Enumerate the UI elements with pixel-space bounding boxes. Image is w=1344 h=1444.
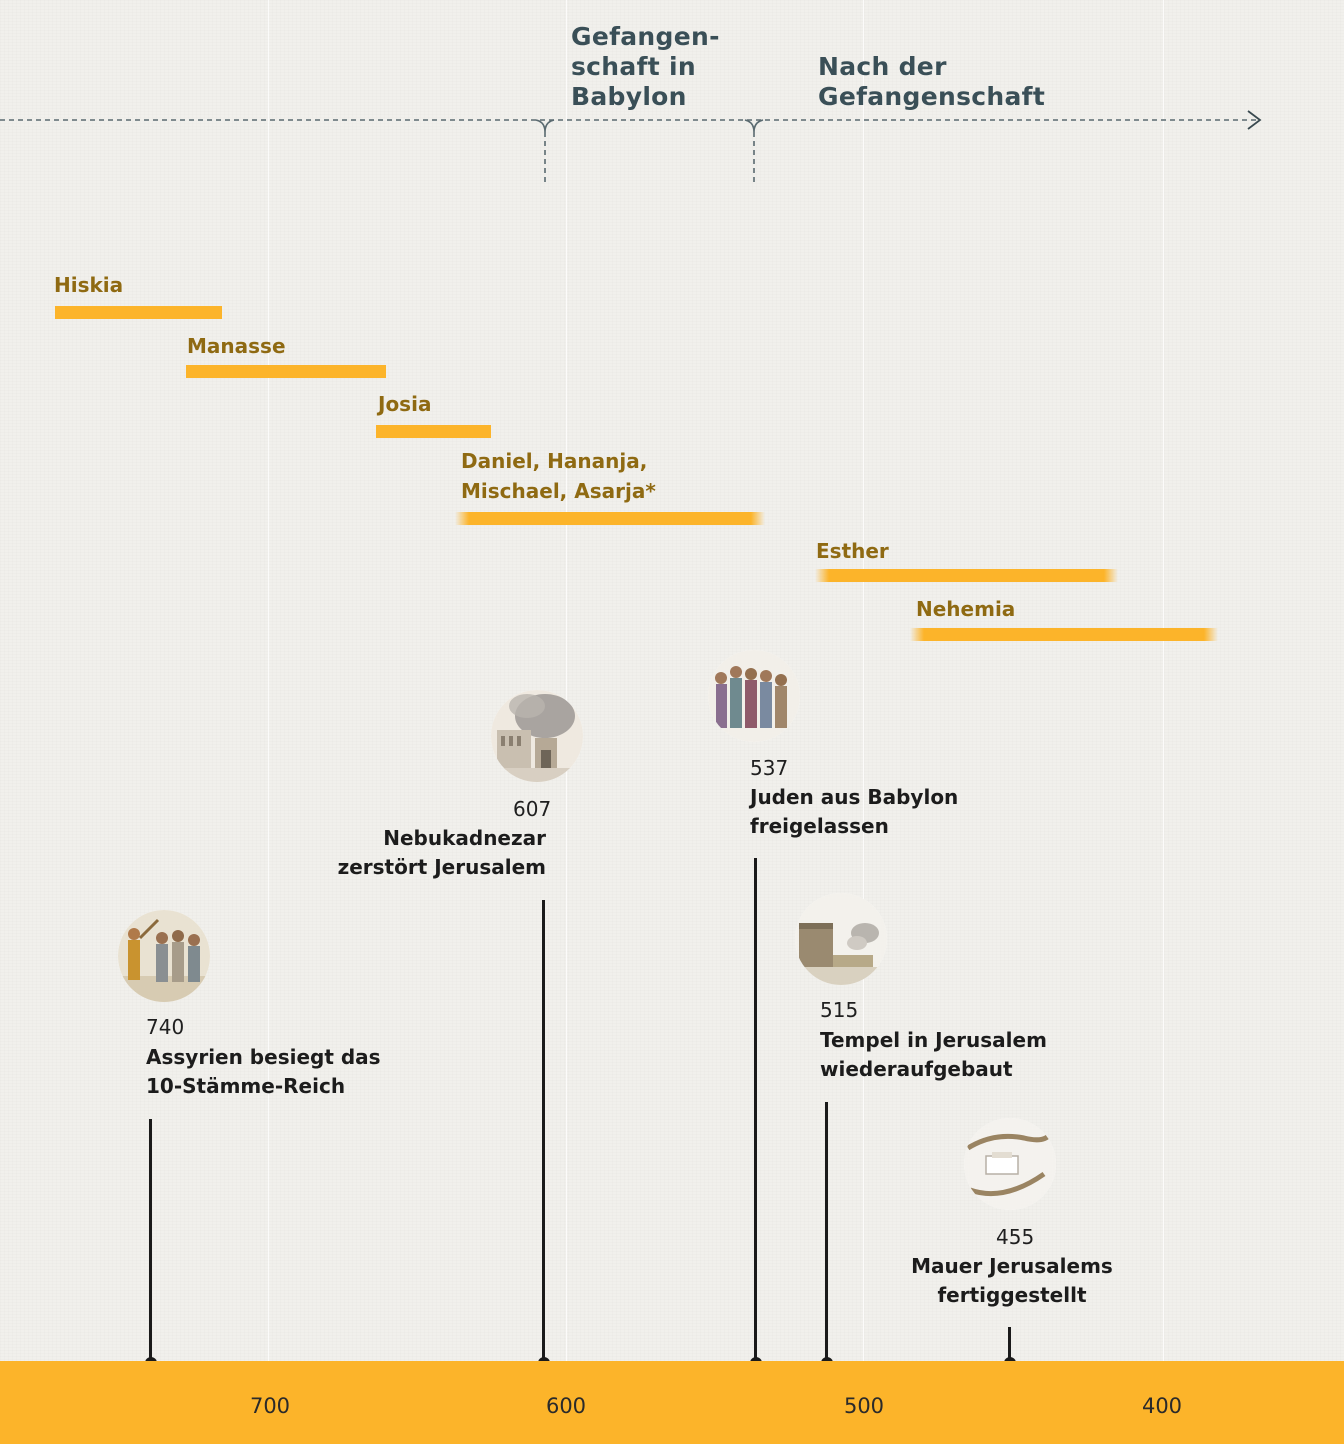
event-607-year: 607 bbox=[513, 797, 552, 821]
event-515-year: 515 bbox=[820, 998, 859, 1022]
deportation-picture-icon bbox=[118, 910, 210, 1002]
event-515-stem bbox=[825, 1102, 828, 1363]
phase-captivity-label: Gefangen- schaft in Babylon bbox=[571, 22, 720, 111]
person-esther-label: Esther bbox=[816, 539, 889, 563]
person-daniel-label: Daniel, Hananja, Mischael, Asarja* bbox=[461, 449, 656, 503]
person-esther-bar bbox=[815, 569, 1118, 582]
gridline-400 bbox=[1163, 0, 1164, 1362]
event-740-year: 740 bbox=[146, 1015, 185, 1039]
temple-picture-icon bbox=[795, 893, 887, 985]
person-hiskia-bar bbox=[55, 306, 222, 319]
city-wall-picture-icon bbox=[964, 1118, 1056, 1210]
gridline-700 bbox=[268, 0, 269, 1362]
tick-label-400: 400 bbox=[1141, 1394, 1183, 1418]
event-455-year: 455 bbox=[996, 1225, 1035, 1249]
event-740-stem bbox=[149, 1119, 152, 1363]
event-537-stem bbox=[754, 858, 757, 1363]
captivity-end-notch bbox=[744, 119, 764, 133]
tick-label-500: 500 bbox=[843, 1394, 885, 1418]
freed-people-picture-icon bbox=[708, 650, 800, 742]
person-manasse-bar bbox=[186, 365, 386, 378]
arrow-head-icon bbox=[1247, 110, 1262, 130]
person-hiskia-label: Hiskia bbox=[54, 273, 124, 297]
event-537-year: 537 bbox=[750, 756, 789, 780]
event-607-title: Nebukadnezar zerstört Jerusalem bbox=[337, 826, 546, 879]
phase-post-captivity-label: Nach der Gefangenschaft bbox=[818, 52, 1046, 111]
person-josia-bar bbox=[376, 425, 491, 438]
person-nehemia-label: Nehemia bbox=[916, 597, 1016, 621]
person-josia-label: Josia bbox=[378, 392, 432, 416]
tick-label-700: 700 bbox=[249, 1394, 291, 1418]
gridline-500 bbox=[863, 0, 864, 1362]
person-daniel-bar bbox=[455, 512, 765, 525]
event-455-title: Mauer Jerusalems fertiggestellt bbox=[911, 1254, 1113, 1307]
phase-arrow bbox=[0, 110, 1262, 182]
event-455-stem bbox=[1008, 1327, 1011, 1363]
captivity-start-notch bbox=[535, 119, 555, 133]
person-manasse-label: Manasse bbox=[187, 334, 286, 358]
person-nehemia-bar bbox=[910, 628, 1218, 641]
gridline-600 bbox=[566, 0, 567, 1362]
event-607-stem bbox=[542, 900, 545, 1363]
time-ruler bbox=[0, 1361, 1344, 1444]
tick-label-600: 600 bbox=[545, 1394, 587, 1418]
burning-city-picture-icon bbox=[491, 690, 583, 782]
event-740-title: Assyrien besiegt das 10-Stämme-Reich bbox=[146, 1045, 381, 1098]
event-515-title: Tempel in Jerusalem wiederaufgebaut bbox=[820, 1028, 1047, 1081]
event-537-title: Juden aus Babylon freigelassen bbox=[750, 785, 959, 838]
